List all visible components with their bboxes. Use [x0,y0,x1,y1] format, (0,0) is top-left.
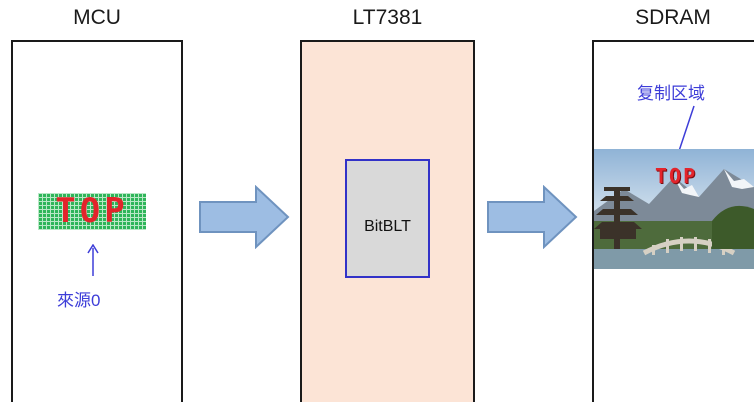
sdram-panel [592,40,754,402]
sdram-top-text: TOP [655,164,698,188]
flow-arrow-icon [487,185,578,249]
sdram-title: SDRAM [635,6,711,29]
bitblt-block: BitBLT [345,159,430,278]
lt7381-title: LT7381 [352,6,423,29]
bitblt-label: BitBLT [364,218,411,235]
mcu-top-text: TOP [55,191,129,231]
mcu-title: MCU [73,6,121,29]
copy-region-label: 复制区域 [637,84,705,103]
landscape-photo [594,149,754,269]
flow-arrow-icon [199,185,290,249]
mcu-top-pixel-graphic: TOP [38,193,146,230]
source-pointer-arrow [87,244,99,276]
mcu-panel [11,40,183,402]
source-label: 來源0 [57,291,101,310]
